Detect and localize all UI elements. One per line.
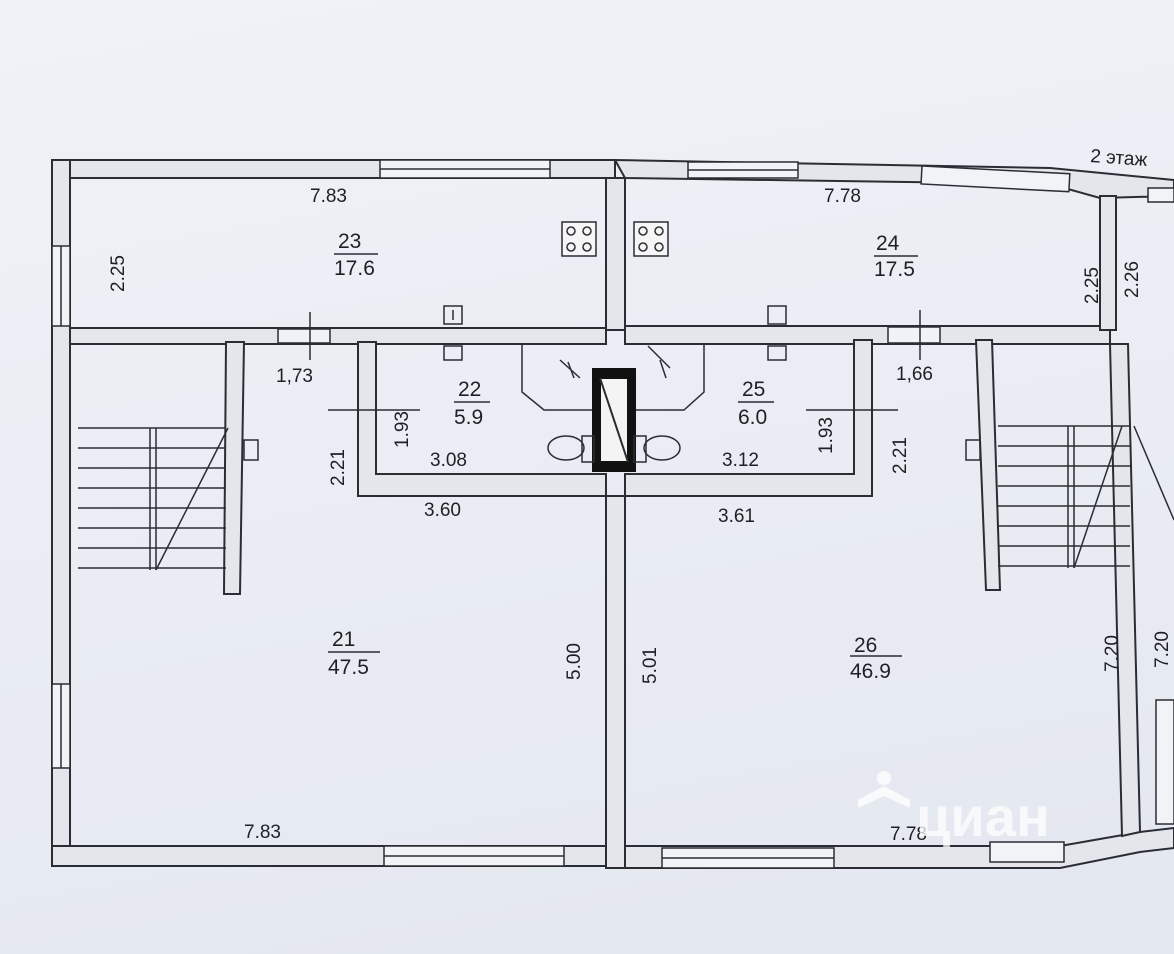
staircase-left (78, 427, 259, 571)
stove-icon (633, 221, 669, 257)
dimension-label: 3.61 (718, 506, 755, 527)
room-26: 26 46.9 (850, 634, 902, 683)
room-21: 21 47.5 (328, 628, 380, 679)
dimension-label: 1,66 (896, 364, 933, 385)
dimension-label: 3.08 (430, 450, 467, 471)
dimension-label: 7.20 (1152, 631, 1173, 668)
room-25: 25 6.0 (738, 378, 774, 429)
shower-icon (521, 344, 705, 411)
room-number: 24 (876, 232, 900, 255)
dimension-label: 2.25 (108, 255, 129, 292)
staircase-right (965, 425, 1174, 569)
room-number: 23 (338, 230, 361, 253)
dimension-label: 1.93 (816, 417, 837, 454)
room-23: 23 17.6 (334, 230, 378, 280)
room-number: 21 (332, 628, 355, 651)
room-24: 24 17.5 (874, 232, 918, 281)
dimension-label: 2.21 (890, 437, 911, 474)
dimension-label: 7.78 (890, 824, 927, 845)
dimension-label: 1.93 (392, 411, 413, 448)
room-area: 17.6 (334, 257, 375, 280)
dimension-label: 2.26 (1122, 261, 1143, 298)
floor-label: 2 этаж (1090, 146, 1149, 171)
watermark-text: циан (916, 785, 1050, 848)
room-area: 5.9 (454, 406, 483, 429)
dimension-label: 7.83 (244, 822, 281, 843)
room-number: 26 (854, 634, 877, 657)
room-number: 25 (742, 378, 765, 401)
dimension-label: 3.60 (424, 500, 461, 521)
windows (51, 159, 1174, 869)
dimension-label: 7.78 (824, 186, 861, 207)
dimension-labels: 7.83 7.78 2.25 2.25 2.26 1,73 1,66 1.93 … (108, 186, 1173, 845)
sink-icon (443, 305, 787, 361)
dimension-label: 2.25 (1082, 267, 1103, 304)
stove-icon (561, 221, 597, 257)
room-number: 22 (458, 378, 481, 401)
doors (277, 310, 941, 411)
dimension-label: 3.12 (722, 450, 759, 471)
watermark-logo: циан (858, 771, 1050, 848)
room-area: 46.9 (850, 660, 891, 683)
dimension-label: 7.20 (1102, 635, 1123, 672)
room-area: 6.0 (738, 406, 767, 429)
toilet-icon (547, 435, 681, 463)
dimension-label: 5.01 (640, 647, 661, 684)
room-area: 47.5 (328, 656, 369, 679)
dimension-label: 1,73 (276, 366, 313, 387)
outer-walls (51, 158, 1174, 869)
room-22: 22 5.9 (454, 378, 490, 429)
room-area: 17.5 (874, 258, 915, 281)
dimension-label: 5.00 (564, 643, 585, 680)
dimension-label: 2.21 (328, 449, 349, 486)
dimension-label: 7.83 (310, 186, 347, 207)
